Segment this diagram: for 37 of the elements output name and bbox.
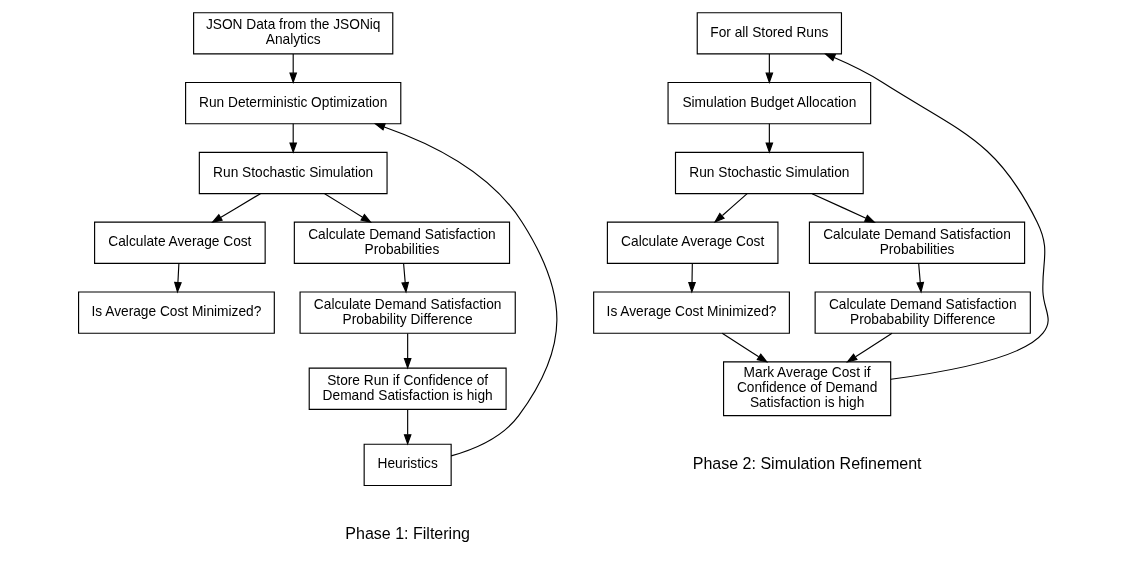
arrow	[289, 53, 298, 84]
arrow	[324, 193, 372, 224]
arrow	[211, 193, 261, 224]
node-box: Mark Average Cost if Confidence of Demand Satisfaction is high	[723, 361, 892, 417]
node-box: Calculate Demand Satisfaction Probability Difference	[299, 291, 516, 334]
label: Phase 2: Simulation Refinement	[692, 454, 922, 473]
node-box: Calculate Average Cost	[606, 221, 779, 264]
node-box: Heuristics	[363, 443, 452, 486]
node-box: Calculate Demand Satisfaction Probabability Difference	[814, 291, 1031, 334]
node-box: For all Stored Runs	[696, 12, 843, 55]
arrow	[713, 193, 748, 224]
arrow	[824, 53, 1049, 380]
node-box: Is Average Cost Minimized?	[593, 291, 790, 334]
node-box: Run Deterministic Optimization	[185, 82, 402, 125]
arrow	[721, 332, 769, 363]
arrow	[765, 53, 774, 84]
arrow	[173, 262, 182, 294]
arrow	[373, 123, 558, 457]
node-box: Calculate Demand Satisfaction Probabilities	[808, 221, 1026, 264]
arrow	[846, 332, 893, 363]
arrow	[688, 262, 697, 294]
arrow	[403, 409, 412, 446]
node-box: Run Stochastic Simulation	[674, 151, 864, 195]
arrow	[765, 123, 774, 154]
node-box: Is Average Cost Minimized?	[78, 291, 275, 334]
arrow	[401, 262, 410, 294]
node-box: JSON Data from the JSONiq Analytics	[193, 12, 394, 55]
arrow	[403, 332, 412, 370]
arrow	[289, 123, 298, 154]
node-box: Calculate Demand Satisfaction Probabilities	[293, 221, 511, 264]
label: Phase 1: Filtering	[345, 523, 470, 542]
arrow	[811, 193, 876, 223]
node-box: Run Stochastic Simulation	[198, 151, 388, 195]
node-box: Simulation Budget Allocation	[667, 82, 872, 125]
node-box: Calculate Average Cost	[94, 221, 266, 264]
node-box: Store Run if Confidence of Demand Satisfaction is high	[308, 367, 507, 410]
arrow	[916, 262, 925, 294]
